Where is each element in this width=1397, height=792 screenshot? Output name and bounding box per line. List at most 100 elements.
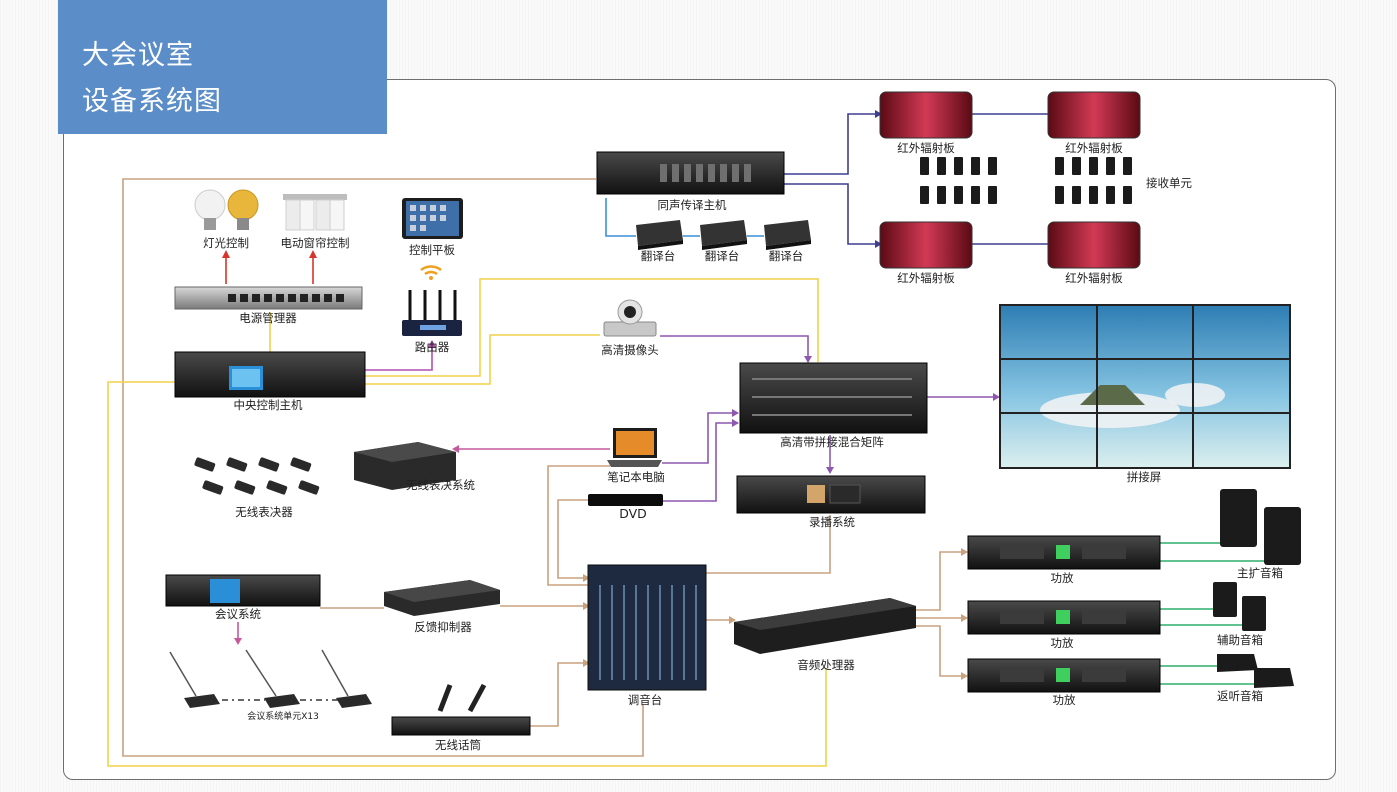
tablet-icon — [402, 198, 463, 239]
wireless-voters-icon — [194, 457, 320, 495]
ir-radiator-3 — [879, 221, 973, 269]
arrowhead-proc — [729, 616, 736, 624]
arrowhead-ir-top — [875, 110, 882, 118]
router-device — [402, 290, 462, 336]
amplifier-1 — [967, 535, 1161, 570]
label-power-manager: 电源管理器 — [239, 311, 297, 325]
voting-system-device — [354, 442, 456, 490]
arrowhead-amp1 — [961, 548, 968, 556]
label-audio-processor: 音频处理器 — [797, 658, 855, 672]
arrowhead-light — [222, 250, 230, 258]
label-interpreter-desk-2: 翻译台 — [705, 249, 740, 263]
receiver-units-icon — [920, 157, 1132, 204]
recording-device — [736, 475, 926, 514]
interpreter-desk-2 — [700, 220, 747, 250]
tan-line-proc-amp3 — [916, 625, 966, 677]
ir-radiator-4 — [1047, 221, 1141, 269]
title-line-2: 设备系统图 — [82, 86, 222, 116]
feedback-suppressor-device — [384, 580, 500, 616]
purple-line-central-router — [365, 345, 433, 371]
wireless-mic-device — [391, 683, 531, 736]
label-curtain-control: 电动窗帘控制 — [281, 236, 350, 250]
label-video-wall: 拼接屏 — [1127, 470, 1162, 484]
audio-processor-device — [734, 598, 916, 654]
conference-system-device — [165, 574, 321, 607]
conference-unit-2 — [245, 649, 300, 708]
label-amplifier-1: 功放 — [1051, 571, 1074, 585]
ir-radiator-2 — [1047, 91, 1141, 139]
label-conference-system: 会议系统 — [215, 607, 261, 621]
tan-line-proc-amp1 — [916, 551, 966, 611]
label-monitor-speakers: 返听音箱 — [1217, 689, 1263, 703]
interpreter-desk-3 — [764, 220, 811, 250]
label-dvd: DVD — [619, 506, 647, 521]
arrowhead-wall — [993, 393, 1000, 401]
arrowhead-camera — [804, 356, 812, 363]
monitor-speakers-icon — [1217, 654, 1294, 688]
label-tablet: 控制平板 — [409, 243, 455, 257]
wifi-icon — [420, 265, 442, 280]
label-recording: 录播系统 — [809, 515, 855, 529]
navy-line-ir-top — [784, 113, 880, 175]
label-router: 路由器 — [415, 340, 450, 354]
mixer-device — [587, 564, 707, 691]
purple-line-camera-matrix — [660, 335, 809, 362]
label-interpreter-desk-3: 翻译台 — [769, 249, 804, 263]
purple-line-laptop-matrix — [662, 412, 738, 464]
light-bulbs-icon — [194, 189, 259, 230]
label-conference-units: 会议系统单元X13 — [247, 710, 319, 722]
hd-camera-device — [603, 299, 657, 337]
label-receiver-units: 接收单元 — [1146, 176, 1192, 190]
power-manager-device — [174, 286, 363, 310]
label-light-control: 灯光控制 — [203, 236, 249, 250]
arrowhead-ir-bottom — [875, 240, 882, 248]
tan-line-laptop-mixer — [547, 465, 610, 586]
aux-speakers-icon — [1213, 582, 1266, 631]
tan-line-dvd-mixer — [557, 499, 588, 579]
label-wireless-mic: 无线话筒 — [435, 738, 481, 752]
label-feedback-suppressor: 反馈抑制器 — [414, 620, 472, 634]
arrowhead-mixer1 — [583, 574, 590, 582]
label-wireless-voters: 无线表决器 — [235, 505, 293, 519]
yellow-line-central-camera — [365, 334, 600, 385]
label-ir-radiator-1: 红外辐射板 — [897, 141, 955, 155]
tan-line-mic-mixer — [530, 662, 588, 727]
label-central-control: 中央控制主机 — [234, 398, 303, 412]
label-aux-speakers: 辅助音箱 — [1217, 633, 1263, 647]
tan-line-left-loop — [122, 178, 644, 757]
label-interpretation-host: 同声传译主机 — [658, 198, 727, 212]
conference-unit-3 — [321, 649, 372, 708]
arrowhead-matrix-in — [732, 409, 739, 417]
purple-line-dvd-matrix — [662, 422, 738, 502]
tan-line-recording-mixer — [706, 515, 831, 574]
label-ir-radiator-4: 红外辐射板 — [1065, 271, 1123, 285]
yellow-line-outer-loop — [107, 381, 827, 767]
label-ir-radiator-2: 红外辐射板 — [1065, 141, 1123, 155]
label-amplifier-3: 功放 — [1053, 693, 1076, 707]
arrowhead-amp3 — [961, 672, 968, 680]
amplifier-2 — [967, 600, 1161, 635]
arrowhead-curtain — [309, 250, 317, 258]
label-interpreter-desk-1: 翻译台 — [641, 249, 676, 263]
conference-unit-1 — [169, 651, 220, 708]
laptop-device — [607, 428, 662, 467]
yellow-line-central-matrix — [365, 278, 819, 377]
blue-line-interpreters — [605, 198, 636, 237]
amplifier-3 — [967, 658, 1161, 693]
navy-line-ir-bottom — [784, 183, 880, 245]
matrix-device — [739, 362, 928, 434]
video-wall-device — [999, 304, 1291, 469]
label-amplifier-2: 功放 — [1051, 636, 1074, 650]
connection-lines — [107, 113, 1272, 767]
label-ir-radiator-3: 红外辐射板 — [897, 271, 955, 285]
interpretation-host-device — [596, 151, 785, 195]
arrowheads — [222, 110, 1000, 680]
title-panel: 大会议室 设备系统图 — [58, 0, 387, 134]
dvd-device — [588, 494, 663, 506]
arrowhead-mixer3 — [583, 659, 590, 667]
arrowhead-matrix-in2 — [732, 419, 739, 427]
arrowhead-mixer2 — [583, 602, 590, 610]
title-line-1: 大会议室 — [82, 40, 194, 70]
arrowhead-recording — [826, 467, 834, 474]
arrowhead-router — [428, 340, 436, 347]
